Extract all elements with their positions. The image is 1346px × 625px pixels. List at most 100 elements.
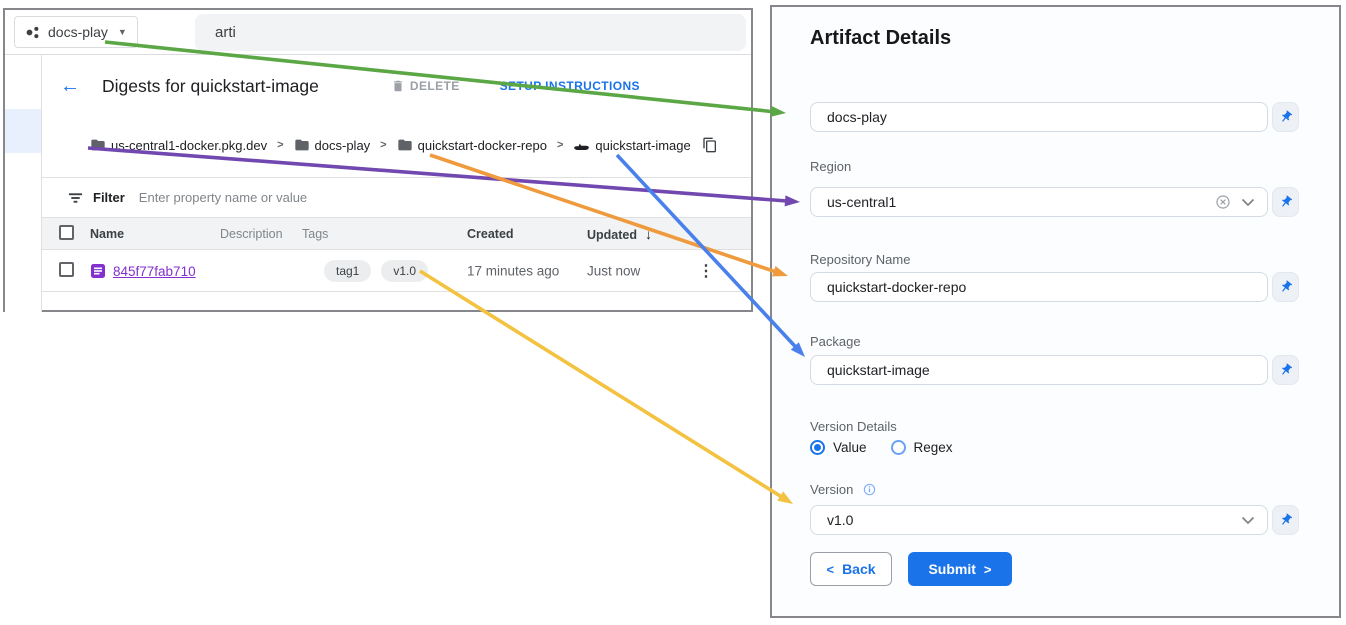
info-icon[interactable] bbox=[863, 483, 876, 496]
column-header-name[interactable]: Name bbox=[90, 226, 125, 241]
column-header-description: Description bbox=[220, 226, 283, 241]
radio-unselected-icon bbox=[890, 440, 906, 455]
updated-label: Updated bbox=[587, 227, 637, 242]
filter-icon bbox=[68, 192, 83, 204]
breadcrumb-label: docs-play bbox=[314, 137, 371, 153]
repository-label: Repository Name bbox=[810, 252, 911, 267]
version-label: Version bbox=[810, 482, 854, 497]
radio-regex[interactable]: Regex bbox=[890, 440, 953, 455]
package-label: Package bbox=[810, 334, 861, 349]
container-image-icon bbox=[573, 138, 590, 153]
selected-nav-item[interactable] bbox=[5, 109, 41, 153]
search-input[interactable] bbox=[195, 14, 746, 51]
radio-value[interactable]: Value bbox=[810, 440, 867, 455]
breadcrumb-separator: > bbox=[380, 139, 387, 151]
created-cell: 17 minutes ago bbox=[467, 263, 560, 279]
region-pin-button[interactable] bbox=[1272, 187, 1299, 217]
image-digest-icon bbox=[90, 263, 106, 279]
digest-cell: 845f77fab710 bbox=[90, 263, 196, 279]
version-details-radios: Value Regex bbox=[810, 440, 953, 455]
delete-label: DELETE bbox=[409, 79, 460, 93]
region-field[interactable] bbox=[810, 187, 1268, 217]
row-overflow-menu[interactable]: ⋮ bbox=[698, 263, 714, 280]
folder-icon bbox=[294, 137, 310, 153]
repository-pin-button[interactable] bbox=[1272, 272, 1299, 302]
filter-bar: Filter bbox=[42, 177, 751, 217]
repository-field[interactable] bbox=[810, 272, 1268, 302]
pin-icon bbox=[1281, 110, 1292, 122]
updated-cell: Just now bbox=[587, 263, 641, 279]
breadcrumb-separator: > bbox=[556, 139, 564, 151]
column-header-updated[interactable]: Updated ↓ bbox=[587, 226, 652, 242]
radio-regex-label: Regex bbox=[913, 440, 953, 455]
tag-pill: v1.0 bbox=[381, 260, 429, 282]
page-title: Digests for quickstart-image bbox=[102, 75, 319, 96]
folder-icon bbox=[90, 137, 106, 153]
chevron-down-icon[interactable] bbox=[1241, 198, 1255, 207]
column-header-created[interactable]: Created bbox=[467, 226, 514, 241]
version-field[interactable] bbox=[810, 505, 1268, 535]
left-nav-strip bbox=[5, 55, 42, 312]
tags-cell: tag1 v1.0 bbox=[324, 260, 429, 282]
project-field[interactable] bbox=[810, 102, 1268, 132]
pin-icon bbox=[1281, 363, 1292, 375]
breadcrumb-label: us-central1-docker.pkg.dev bbox=[111, 137, 268, 153]
setup-instructions-label: SETUP INSTRUCTIONS bbox=[499, 79, 640, 93]
back-button[interactable]: < Back bbox=[810, 552, 892, 586]
breadcrumb-item-repository[interactable]: quickstart-docker-repo bbox=[397, 137, 547, 153]
project-icon bbox=[25, 25, 40, 40]
breadcrumb: us-central1-docker.pkg.dev > docs-play >… bbox=[90, 137, 718, 153]
delete-button[interactable]: DELETE bbox=[391, 79, 460, 93]
panel-title: Artifact Details bbox=[810, 27, 952, 49]
table-header: Name Description Tags Created Updated ↓ bbox=[42, 217, 751, 250]
breadcrumb-item-image[interactable]: quickstart-image bbox=[573, 137, 691, 153]
version-field-value[interactable] bbox=[827, 512, 1231, 528]
project-switcher[interactable]: docs-play ▼ bbox=[14, 16, 138, 48]
package-field[interactable] bbox=[810, 355, 1268, 385]
tag-pill: tag1 bbox=[324, 260, 372, 282]
page-header: ← Digests for quickstart-image DELETE SE… bbox=[42, 70, 751, 102]
clear-icon[interactable] bbox=[1215, 194, 1231, 210]
column-header-tags: Tags bbox=[302, 226, 329, 241]
repository-field-value[interactable] bbox=[827, 279, 1255, 295]
pin-icon bbox=[1281, 280, 1292, 292]
breadcrumb-item-registry-host[interactable]: us-central1-docker.pkg.dev bbox=[90, 137, 267, 153]
project-field-value[interactable] bbox=[827, 109, 1255, 125]
submit-button-label: Submit bbox=[928, 561, 976, 577]
package-field-value[interactable] bbox=[827, 362, 1255, 378]
copy-icon[interactable] bbox=[702, 137, 718, 153]
radio-value-label: Value bbox=[833, 440, 867, 455]
select-all-checkbox[interactable] bbox=[59, 224, 74, 240]
back-arrow-icon[interactable]: ← bbox=[60, 74, 80, 97]
chevron-down-icon[interactable] bbox=[1241, 516, 1255, 525]
version-pin-button[interactable] bbox=[1272, 505, 1299, 535]
region-label: Region bbox=[810, 159, 852, 174]
breadcrumb-separator: > bbox=[277, 139, 284, 151]
project-pin-button[interactable] bbox=[1272, 102, 1299, 132]
setup-instructions-button[interactable]: SETUP INSTRUCTIONS bbox=[500, 79, 640, 93]
pin-icon bbox=[1281, 513, 1292, 525]
breadcrumb-label: quickstart-docker-repo bbox=[417, 137, 547, 153]
artifact-details-panel: Artifact Details Region Repository Name … bbox=[770, 5, 1341, 618]
dropdown-arrow-icon: ▼ bbox=[117, 27, 127, 37]
filter-input[interactable] bbox=[138, 190, 751, 205]
submit-button[interactable]: Submit > bbox=[908, 552, 1012, 586]
filter-label: Filter bbox=[93, 190, 125, 205]
version-label-row: Version bbox=[810, 482, 876, 497]
form-buttons: < Back Submit > bbox=[810, 552, 1012, 586]
submit-chevron-icon: > bbox=[983, 561, 992, 577]
sort-descending-icon: ↓ bbox=[645, 225, 652, 242]
breadcrumb-label: quickstart-image bbox=[595, 137, 691, 153]
package-pin-button[interactable] bbox=[1272, 355, 1299, 385]
row-checkbox[interactable] bbox=[59, 262, 74, 277]
digest-link[interactable]: 845f77fab710 bbox=[113, 263, 196, 279]
back-button-label: Back bbox=[842, 561, 876, 577]
console-topbar: docs-play ▼ bbox=[5, 10, 751, 55]
region-field-value[interactable] bbox=[827, 194, 1205, 210]
project-name: docs-play bbox=[48, 24, 108, 40]
console-screenshot: docs-play ▼ ← Digests for quickstart-ima… bbox=[3, 8, 753, 312]
trash-icon bbox=[391, 79, 405, 93]
breadcrumb-item-project[interactable]: docs-play bbox=[294, 137, 371, 153]
back-chevron-icon: < bbox=[826, 561, 835, 577]
pin-icon bbox=[1281, 195, 1292, 207]
